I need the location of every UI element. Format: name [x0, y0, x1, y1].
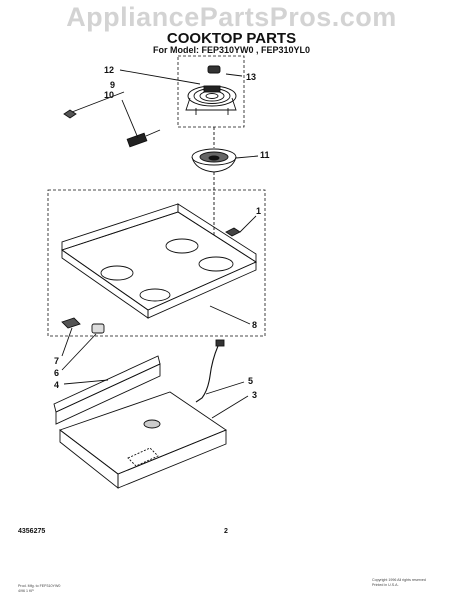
callout-9: 9 — [110, 80, 115, 90]
callout-11: 11 — [260, 150, 270, 160]
callout-7: 7 — [54, 356, 59, 366]
callout-3: 3 — [252, 390, 257, 400]
retainer-clip-part — [225, 227, 241, 237]
spacer-part — [91, 323, 105, 334]
footer-fine-left-2: 4/96 1 KP — [18, 589, 34, 593]
callout-13: 13 — [246, 72, 256, 82]
callout-8: 8 — [252, 320, 257, 330]
element-group-box — [177, 55, 245, 128]
part-number: 4356275 — [18, 528, 46, 535]
callout-10: 10 — [104, 90, 114, 100]
footer-fine-left-1: Prod. Mfg. to FEP310YW0 — [18, 584, 61, 588]
page-title: COOKTOP PARTS — [166, 30, 297, 47]
callout-6: 6 — [54, 368, 59, 378]
page-number: 2 — [224, 528, 228, 535]
model-subtitle: For Model: FEP310YW0 , FEP310YL0 — [152, 45, 311, 55]
connector-part — [126, 129, 161, 148]
callout-1: 1 — [256, 206, 261, 216]
drip-bowl-part — [191, 148, 237, 173]
watermark: AppliancePartsPros.com — [66, 2, 397, 32]
callout-4: 4 — [54, 380, 59, 390]
callout-5: 5 — [248, 376, 253, 386]
cooktop-group-box — [47, 189, 266, 337]
footer-fine-right-2: Printed in U.S.A. — [372, 583, 399, 587]
bracket-part — [61, 317, 81, 329]
front-channel-part — [53, 355, 161, 425]
terminal-block-part — [207, 65, 221, 74]
callout-12: 12 — [104, 65, 114, 75]
cooktop-part — [61, 203, 257, 319]
wire-harness-part — [195, 345, 219, 403]
surface-element-part — [185, 85, 237, 115]
bottom-pan-part — [59, 391, 227, 489]
footer-fine-right-1: Copyright 1996 All rights reserved — [372, 578, 426, 582]
